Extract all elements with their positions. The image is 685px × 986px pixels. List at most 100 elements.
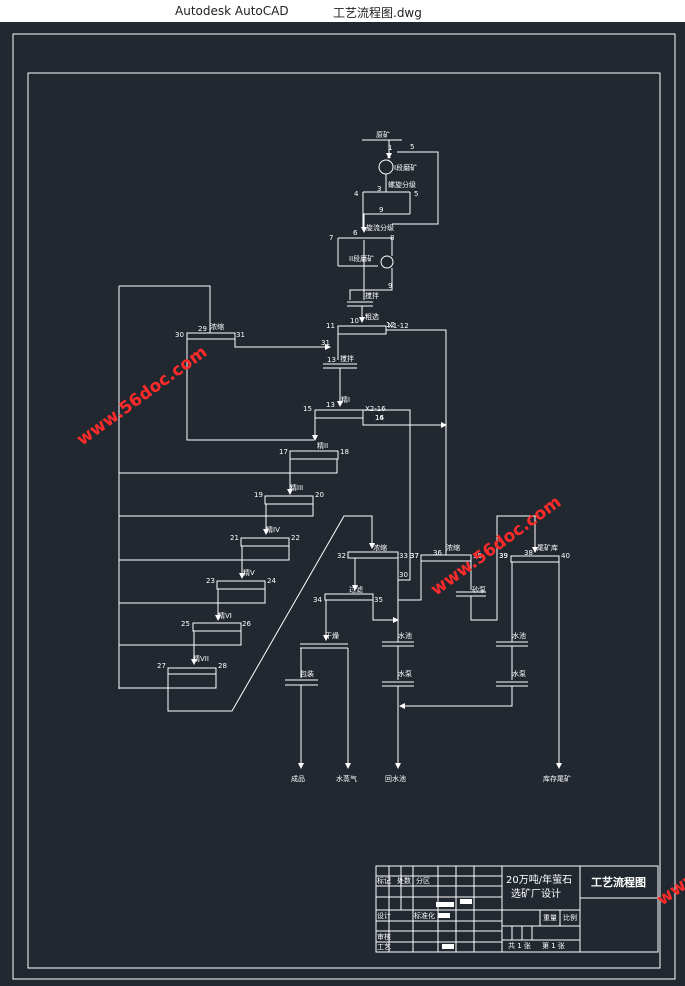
- stream-number: 8: [390, 234, 394, 242]
- rougher-label: 粗选: [365, 312, 379, 321]
- cleaner-1-code: X2-16: [365, 405, 386, 413]
- mill-2-symbol: [380, 255, 394, 269]
- drawing-title: 工艺流程图: [591, 875, 646, 889]
- classifier-1-label: 螺旋分级: [388, 180, 416, 189]
- agitator-2-label: 搅拌: [340, 354, 354, 363]
- stream-number: 11: [326, 322, 335, 330]
- stream-number: 4: [354, 190, 359, 198]
- outer-frame: [12, 33, 676, 980]
- water-pump-2-label: 水泵: [512, 669, 526, 678]
- thickener-1: [186, 332, 236, 340]
- tb-row-label: 设计: [377, 911, 391, 920]
- mill-2-label: II段磨矿: [349, 254, 374, 263]
- cleaner-3-cell: [264, 495, 314, 505]
- stream-number: 12: [386, 321, 395, 329]
- feed-label: 原矿: [376, 130, 390, 139]
- stream-number: 31: [236, 331, 245, 339]
- stream-number: 31: [321, 339, 330, 347]
- stream-number: 17: [279, 448, 288, 456]
- tb-scale-label: 比例: [563, 913, 577, 922]
- stream-number: 13: [326, 401, 335, 409]
- cleaner-7-label: 精VII: [193, 654, 209, 663]
- stream-number: 22: [291, 534, 300, 542]
- cleaner-5-label: 精V: [243, 568, 255, 577]
- stream-number: 37: [410, 552, 419, 560]
- stream-number: 34: [313, 596, 322, 604]
- output-tailings-storage: 库存尾矿: [543, 774, 571, 783]
- stream-number: 19: [254, 491, 263, 499]
- water-pump-1-label: 水泵: [398, 669, 412, 678]
- stream-number: 23: [206, 577, 215, 585]
- file-name: 工艺流程图.dwg: [333, 6, 422, 20]
- stream-number: 16: [375, 414, 384, 422]
- mill-1-symbol: [378, 159, 394, 175]
- tb-weight-label: 重量: [543, 914, 557, 922]
- stream-number: 20: [315, 491, 324, 499]
- stream-number: 5: [414, 190, 418, 198]
- filter-label: 过滤: [349, 585, 363, 594]
- stream-number: 30: [399, 571, 408, 579]
- output-steam: 水蒸气: [336, 774, 357, 783]
- tb-row-label: 分区: [416, 876, 430, 885]
- cleaner-5-cell: [216, 580, 266, 590]
- stream-number: 24: [267, 577, 276, 585]
- cleaner-2-label: 精II: [317, 441, 328, 450]
- mill-1-label: I段磨矿: [394, 163, 417, 172]
- stream-number: 38: [524, 549, 533, 557]
- stream-number: 9: [379, 206, 383, 214]
- tb-row-label: 标准化: [414, 911, 435, 920]
- tb-sheets-total: 共 1 张: [508, 941, 531, 950]
- cleaner-1-label: 精I: [341, 395, 350, 404]
- stream-number: 39: [499, 552, 508, 560]
- stream-number: 37: [410, 552, 419, 560]
- flowsheet-drawing: 原矿 I段磨矿 螺旋分级 旋流分级 II段磨矿 搅拌 粗选 X1-12 浓缩 搅…: [12, 33, 685, 980]
- stream-number: 5: [410, 143, 414, 151]
- cleaner-2-cell: [289, 450, 339, 460]
- stream-number: 29: [198, 325, 207, 333]
- stream-number: 40: [561, 552, 570, 560]
- stream-number: 15: [303, 405, 312, 413]
- stream-number: 7: [329, 234, 333, 242]
- stream-number: 36: [433, 549, 442, 557]
- stream-number: 35: [374, 596, 383, 604]
- stream-number: 14: [375, 414, 384, 422]
- stream-number: 6: [353, 229, 358, 237]
- tb-row-label: 工艺: [377, 943, 391, 951]
- filter: [324, 593, 374, 601]
- cleaner-4-label: 精IV: [266, 525, 280, 534]
- agitator-1-label: 搅拌: [365, 291, 379, 300]
- tb-row-label: 标记: [377, 876, 391, 885]
- cleaner-6-cell: [192, 622, 242, 632]
- tailings-dam-label: 尾矿库: [537, 543, 558, 552]
- project-title-line1: 20万吨/年萤石: [506, 873, 572, 886]
- stream-number: 27: [157, 662, 166, 670]
- tailings-dam: [510, 555, 560, 563]
- stream-number: 9: [388, 282, 392, 290]
- stream-number: 28: [218, 662, 227, 670]
- output-product: 成品: [291, 774, 305, 783]
- tb-sheet-number: 第 1 张: [542, 941, 565, 950]
- stream-number: 32: [337, 552, 346, 560]
- classifier-2-label: 旋流分级: [366, 223, 394, 232]
- app-name: Autodesk AutoCAD: [175, 4, 289, 18]
- drawing-canvas[interactable]: 原矿 I段磨矿 螺旋分级 旋流分级 II段磨矿 搅拌 粗选 X1-12 浓缩 搅…: [0, 22, 685, 986]
- water-pool-1-label: 水池: [398, 631, 412, 640]
- cleaner-1-cell: [314, 409, 364, 419]
- title-block: [375, 865, 659, 953]
- watermark-left: www.56doc.com: [73, 342, 211, 450]
- stream-number: 10: [350, 317, 359, 325]
- sand-pump-label: 砂泵: [472, 585, 486, 594]
- inner-frame: [27, 72, 661, 969]
- cleaner-3-label: 精III: [290, 483, 303, 492]
- cleaner-6-label: 精VI: [218, 611, 232, 620]
- stream-number: 1: [388, 144, 392, 152]
- thickener-3-label: 浓缩: [446, 543, 460, 552]
- stream-number: 39: [499, 552, 508, 560]
- rougher-cell: [337, 325, 387, 335]
- stream-number: 13: [327, 356, 336, 364]
- stream-number: 21: [230, 534, 239, 542]
- packing-label: 包装: [300, 669, 314, 678]
- output-return-water: 回水池: [385, 774, 406, 783]
- stream-number: 3: [377, 185, 381, 193]
- stream-number: 25: [181, 620, 190, 628]
